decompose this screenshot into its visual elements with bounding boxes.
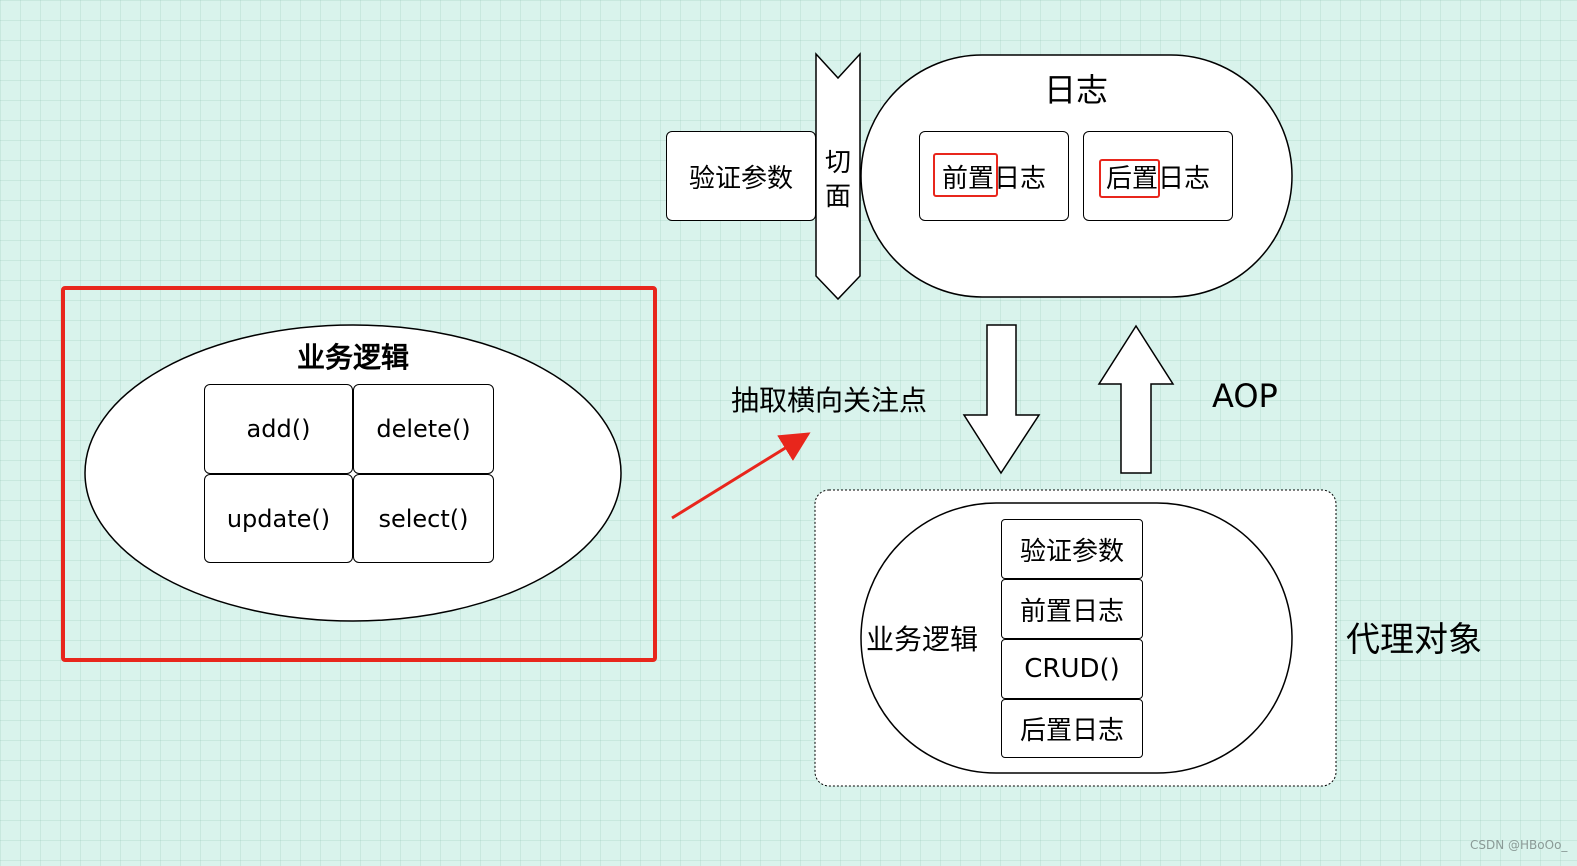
- method-select: select(): [353, 474, 494, 563]
- post-log-text: 后置日志: [1105, 163, 1210, 194]
- highlight-frame: [61, 286, 657, 662]
- pre-log-highlight: [933, 153, 998, 197]
- aspect-label-bottom: 面: [824, 181, 851, 212]
- method-delete: delete(): [353, 384, 494, 474]
- proxy-validate-box: 验证参数: [1001, 519, 1143, 579]
- pre-log-box: 前置日志: [919, 131, 1069, 221]
- method-add: add(): [204, 384, 353, 474]
- validate-params-box: 验证参数: [666, 131, 816, 221]
- aop-label: AOP: [1212, 377, 1278, 415]
- aspect-chevron: [815, 52, 861, 301]
- extract-label: 抽取横向关注点: [731, 384, 928, 417]
- proxy-post-log-box: 后置日志: [1001, 699, 1143, 758]
- up-arrow: [1097, 324, 1175, 474]
- pre-log-text: 前置日志: [941, 163, 1046, 194]
- proxy-label: 代理对象: [1346, 620, 1482, 660]
- post-log-highlight: [1099, 159, 1160, 198]
- log-stadium: [860, 54, 1293, 298]
- watermark: CSDN @HBoOo_: [1470, 838, 1568, 852]
- down-arrow: [962, 324, 1041, 475]
- business-logic-title: 业务逻辑: [296, 341, 409, 374]
- proxy-crud-box: CRUD(): [1001, 639, 1143, 699]
- aspect-label-top: 切: [824, 147, 851, 178]
- extract-arrow: [671, 432, 811, 520]
- proxy-pre-log-box: 前置日志: [1001, 579, 1143, 639]
- log-title: 日志: [1043, 71, 1108, 109]
- proxy-business-label: 业务逻辑: [866, 623, 979, 656]
- method-update: update(): [204, 474, 353, 563]
